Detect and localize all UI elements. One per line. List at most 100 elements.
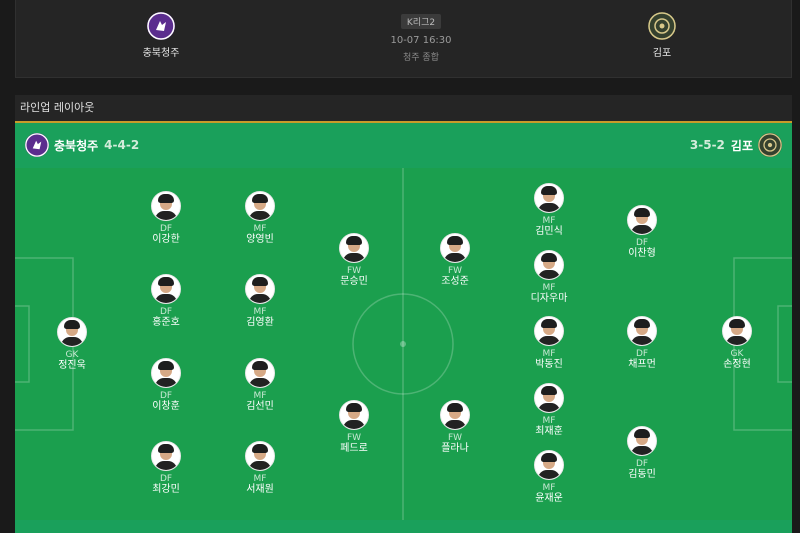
player-position: DF	[159, 224, 173, 234]
player-name: 디자우마	[530, 293, 568, 304]
player-position: FW	[346, 433, 362, 443]
match-venue: 청주 종합	[403, 53, 439, 63]
player-name: 채프먼	[628, 359, 656, 370]
player-position: MF	[542, 349, 556, 359]
player-name: 이창훈	[152, 401, 180, 412]
player-name: 박동진	[535, 359, 563, 370]
home-formation: 4-4-2	[104, 138, 140, 152]
player-avatar	[245, 191, 275, 221]
player-avatar	[151, 358, 181, 388]
player-name: 김동민	[628, 469, 656, 480]
pitch-lines	[15, 168, 792, 520]
player-avatar	[627, 205, 657, 235]
away-team-logo-icon	[648, 12, 676, 40]
player-position: MF	[253, 224, 267, 234]
player-position: MF	[542, 416, 556, 426]
match-header: 충북청주 K리그2 10-07 16:30 청주 종합 김포	[15, 0, 792, 78]
player-position: MF	[253, 307, 267, 317]
away-lineup-team-name: 김포	[730, 138, 753, 153]
section-title: 라인업 레이아웃	[15, 95, 792, 123]
match-datetime: 10-07 16:30	[390, 35, 452, 46]
player-position: GK	[730, 349, 744, 359]
player-position: FW	[447, 433, 463, 443]
player-position: MF	[542, 283, 556, 293]
player-avatar	[151, 274, 181, 304]
home-team[interactable]: 충북청주	[101, 12, 221, 59]
player-position: DF	[159, 474, 173, 484]
player-position: MF	[542, 483, 556, 493]
player-avatar	[534, 250, 564, 280]
player-position: DF	[635, 238, 649, 248]
home-team-logo-icon	[25, 133, 49, 157]
player-name: 김민식	[535, 226, 563, 237]
player-avatar	[245, 441, 275, 471]
player-avatar	[339, 233, 369, 263]
player-position: FW	[447, 266, 463, 276]
player-avatar	[722, 316, 752, 346]
player-position: DF	[159, 307, 173, 317]
player-avatar	[534, 316, 564, 346]
away-team[interactable]: 김포	[602, 12, 722, 59]
player-name: 조성준	[441, 276, 469, 287]
player-avatar	[440, 400, 470, 430]
player-name: 손정현	[723, 359, 751, 370]
player-position: FW	[346, 266, 362, 276]
player-position: MF	[253, 474, 267, 484]
match-info: K리그2 10-07 16:30 청주 종합	[351, 10, 491, 63]
away-lineup-label: 3-5-2 김포	[684, 133, 782, 157]
player-position: DF	[635, 459, 649, 469]
player-name: 김영환	[246, 317, 274, 328]
home-team-name: 충북청주	[142, 48, 180, 59]
player-avatar	[627, 426, 657, 456]
home-lineup-team-name: 충북청주	[54, 138, 99, 153]
player-name: 홍준호	[152, 317, 180, 328]
home-lineup-label: 충북청주 4-4-2	[25, 133, 145, 157]
player-name: 김선민	[246, 401, 274, 412]
player-name: 정진욱	[58, 360, 86, 371]
player-avatar	[57, 317, 87, 347]
player-name: 최강민	[152, 484, 180, 495]
home-team-logo-icon	[147, 12, 175, 40]
player-name: 양영빈	[246, 234, 274, 245]
player-avatar	[440, 233, 470, 263]
player-name: 페드로	[340, 443, 368, 454]
player-position: DF	[159, 391, 173, 401]
player-position: DF	[635, 349, 649, 359]
player-position: MF	[253, 391, 267, 401]
player-avatar	[245, 358, 275, 388]
player-avatar	[151, 191, 181, 221]
player-avatar	[627, 316, 657, 346]
player-name: 윤재운	[535, 493, 563, 504]
player-name: 문승민	[340, 276, 368, 287]
away-team-name: 김포	[652, 48, 672, 59]
away-team-logo-icon	[758, 133, 782, 157]
league-badge: K리그2	[400, 14, 442, 29]
player-name: 이강한	[152, 234, 180, 245]
player-avatar	[534, 183, 564, 213]
player-name: 이찬형	[628, 248, 656, 259]
player-name: 서재원	[246, 484, 274, 495]
